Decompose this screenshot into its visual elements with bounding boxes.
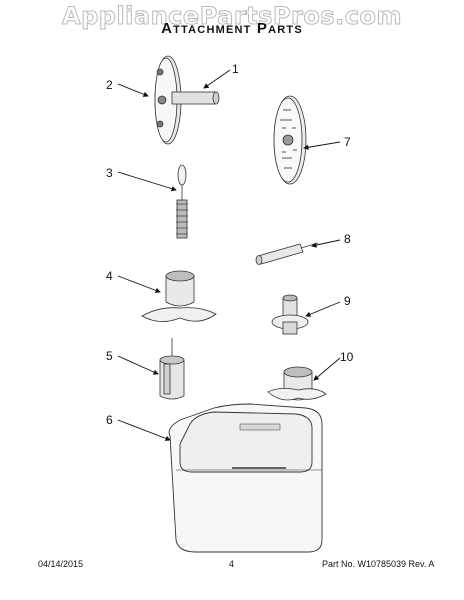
- watermark: AppliancePartsPros.com: [62, 2, 402, 31]
- disc-with-shaft: [154, 55, 220, 145]
- callout-5: 5: [106, 349, 113, 363]
- dough-blade: [141, 270, 217, 322]
- callout-4: 4: [106, 269, 113, 283]
- callout-2: 2: [106, 78, 113, 92]
- callout-10: 10: [340, 350, 354, 364]
- storage-case: [168, 403, 323, 553]
- bowl-hub: [159, 338, 185, 400]
- cleaning-brush: [176, 164, 188, 239]
- drive-adapter: [255, 242, 319, 265]
- footer-date: 04/14/2015: [38, 559, 84, 569]
- leader-lines: [117, 69, 341, 441]
- mini-blade: [267, 366, 327, 401]
- callout-6: 6: [106, 413, 113, 427]
- blade-hub: [271, 294, 309, 335]
- callout-8: 8: [344, 232, 351, 246]
- callout-7: 7: [344, 135, 351, 149]
- page-title: Attachment Parts: [161, 20, 303, 37]
- shredding-disc: [273, 95, 307, 185]
- footer-page-number: 4: [229, 559, 235, 569]
- callout-9: 9: [344, 294, 351, 308]
- callout-1: 1: [232, 62, 239, 76]
- callout-3: 3: [106, 166, 113, 180]
- footer-part-number: Part No. W10785039 Rev. A: [322, 559, 435, 569]
